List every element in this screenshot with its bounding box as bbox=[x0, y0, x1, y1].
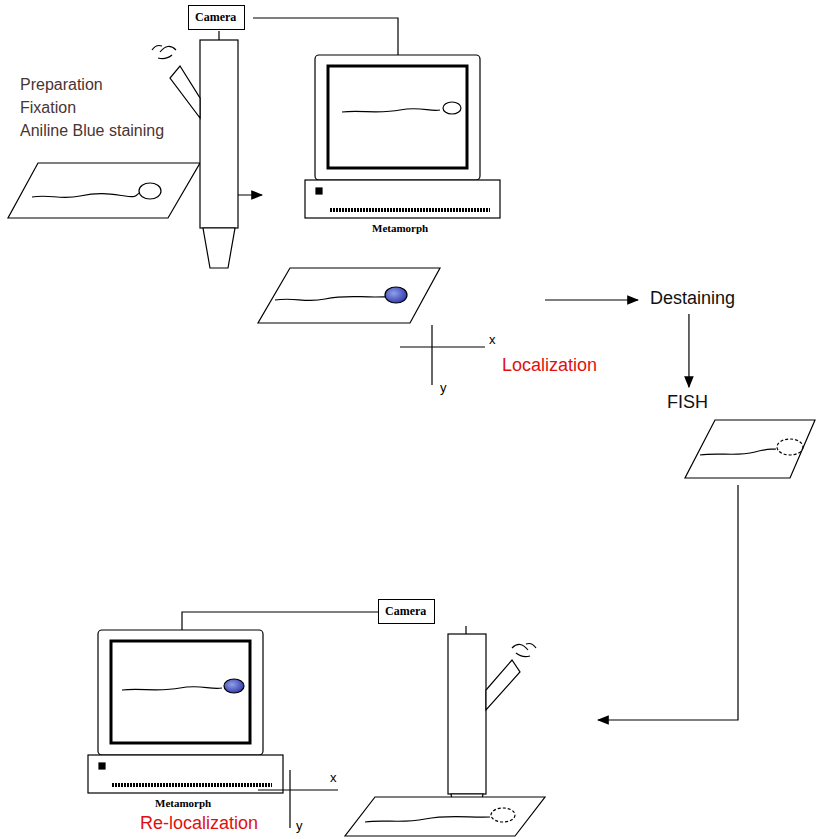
step-node: FISH bbox=[665, 390, 712, 415]
software-label: Metamorph bbox=[155, 797, 211, 809]
axis-label: y bbox=[296, 818, 303, 833]
node-text: FISH bbox=[667, 392, 710, 413]
node-text: Camera bbox=[195, 10, 238, 25]
axis-label: x bbox=[330, 770, 337, 785]
axis-label: y bbox=[440, 380, 447, 395]
step-label: Aniline Blue staining bbox=[20, 122, 164, 140]
step-label: Re-localization bbox=[140, 813, 258, 834]
flow-arrow bbox=[688, 314, 689, 387]
node-text: Camera bbox=[385, 604, 428, 619]
axis-label: x bbox=[489, 332, 496, 347]
step-label: Preparation bbox=[20, 76, 103, 94]
step-label: Localization bbox=[502, 355, 597, 376]
camera-box: Camera bbox=[378, 599, 435, 624]
step-label: Fixation bbox=[20, 99, 76, 117]
step-node: Destaining bbox=[648, 286, 739, 311]
node-text: Destaining bbox=[650, 288, 737, 309]
camera-box: Camera bbox=[188, 5, 245, 30]
software-label: Metamorph bbox=[372, 222, 428, 234]
